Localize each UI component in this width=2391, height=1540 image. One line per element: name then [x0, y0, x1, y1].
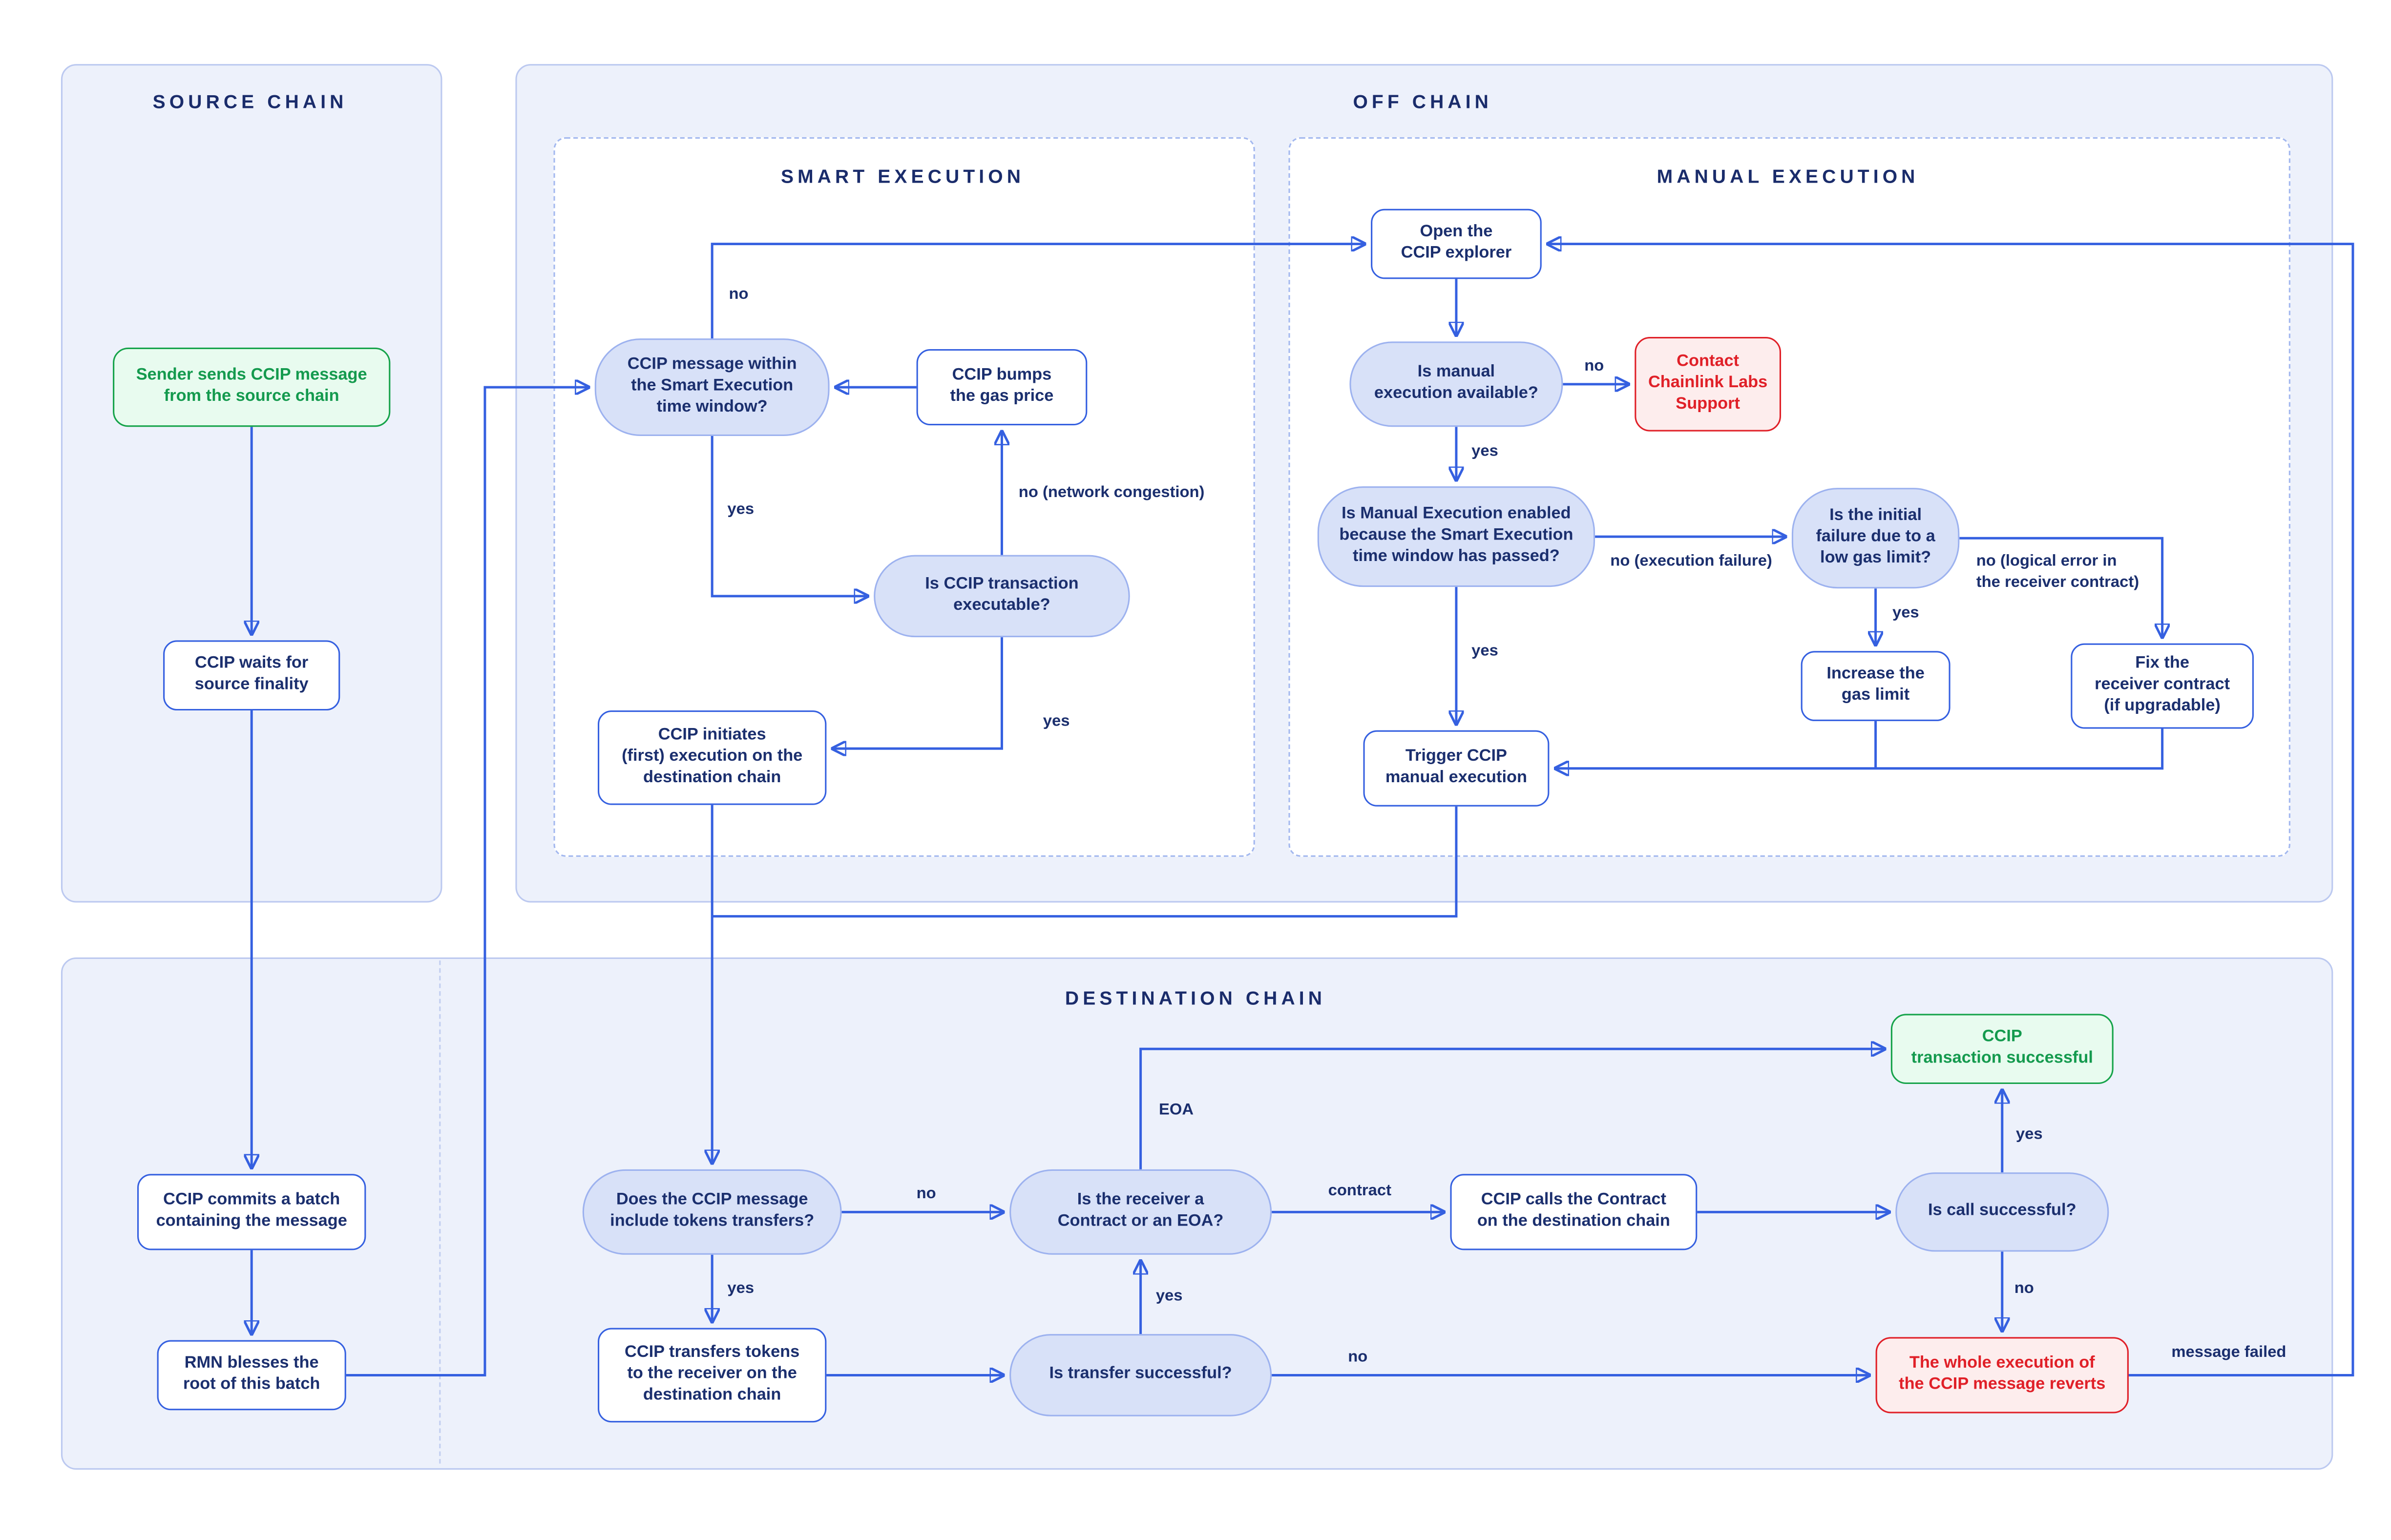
edge-label-execution-failure: no (execution failure) [1610, 552, 1772, 570]
node-sender-sends-message: Sender sends CCIP message from the sourc… [113, 347, 391, 427]
node-manual-available-question: Is manual execution available? [1349, 341, 1563, 427]
edge-window-yes-to-executable [711, 436, 867, 596]
edge-initial-failure-no-to-fix [1959, 537, 2162, 637]
edge-label-eoa: EOA [1159, 1101, 1194, 1119]
edge-receiver-eoa-to-success [1139, 1049, 1885, 1169]
node-increase-gas-limit: Increase the gas limit [1801, 651, 1951, 721]
edge-fix-to-trigger [1555, 728, 2164, 769]
manual-execution-title: MANUAL EXECUTION [1657, 166, 1919, 188]
edge-label-transfer-yes: yes [1155, 1287, 1183, 1305]
edge-label-contract: contract [1328, 1181, 1392, 1200]
node-execution-reverts: The whole execution of the CCIP message … [1875, 1337, 2129, 1414]
node-ccip-commits-batch: CCIP commits a batch containing the mess… [137, 1174, 366, 1250]
node-ccip-waits-finality: CCIP waits for source finality [163, 640, 340, 711]
edge-trigger-to-destination-join [712, 806, 1458, 918]
smart-execution-title: SMART EXECUTION [780, 166, 1025, 188]
node-low-gas-question: Is the initial failure due to a low gas … [1791, 488, 1960, 589]
node-transfer-successful-question: Is transfer successful? [1009, 1334, 1272, 1416]
edge-label-transfer-no: no [1348, 1348, 1368, 1366]
node-open-ccip-explorer: Open the CCIP explorer [1371, 208, 1542, 279]
edge-label-window-yes: yes [727, 500, 755, 519]
edge-label-message-failed: message failed [2171, 1343, 2286, 1362]
node-ccip-initiates-execution: CCIP initiates (first) execution on the … [598, 710, 827, 805]
node-rmn-blesses: RMN blesses the root of this batch [157, 1340, 346, 1411]
node-executable-question: Is CCIP transaction executable? [874, 555, 1130, 638]
edge-label-enabled-yes: yes [1471, 642, 1498, 661]
node-tokens-transfers-question: Does the CCIP message include tokens tra… [582, 1169, 842, 1255]
edge-executable-yes-to-initiates [833, 637, 1003, 749]
off-chain-title: OFF CHAIN [1353, 91, 1493, 113]
edge-label-window-no: no [729, 285, 749, 304]
edge-label-network-congestion: no (network congestion) [1018, 483, 1205, 502]
edge-label-available-yes: yes [1471, 442, 1498, 460]
edge-rmn-to-window [346, 387, 588, 1376]
node-call-successful-question: Is call successful? [1895, 1172, 2109, 1252]
edge-label-logical-error: no (logical error in the receiver contra… [1976, 552, 2139, 592]
edge-label-gas-yes: yes [1892, 604, 1919, 622]
node-manual-enabled-question: Is Manual Execution enabled because the … [1317, 486, 1595, 587]
node-transaction-successful: CCIP transaction successful [1890, 1014, 2114, 1084]
source-chain-title: SOURCE CHAIN [152, 91, 348, 113]
node-contact-support: Contact Chainlink Labs Support [1635, 337, 1782, 432]
edge-label-tokens-no: no [916, 1185, 936, 1203]
edge-window-no-to-explorer [711, 244, 1364, 339]
node-receiver-type-question: Is the receiver a Contract or an EOA? [1009, 1169, 1272, 1255]
edge-label-tokens-yes: yes [727, 1279, 755, 1298]
edge-label-call-no: no [2014, 1279, 2034, 1298]
node-fix-receiver-contract: Fix the receiver contract (if upgradable… [2071, 643, 2254, 729]
destination-chain-title: DESTINATION CHAIN [1065, 988, 1326, 1010]
node-ccip-calls-contract: CCIP calls the Contract on the destinati… [1450, 1174, 1698, 1250]
edge-reverts-loop-to-explorer [1548, 244, 2354, 1376]
edge-label-executable-yes: yes [1043, 712, 1070, 730]
node-ccip-transfers-tokens: CCIP transfers tokens to the receiver on… [598, 1328, 827, 1423]
node-trigger-manual-execution: Trigger CCIP manual execution [1363, 730, 1550, 807]
destination-panel-divider [439, 960, 441, 1464]
edge-label-call-yes: yes [2015, 1125, 2043, 1144]
edge-label-available-no: no [1584, 356, 1604, 375]
node-ccip-bumps-gas: CCIP bumps the gas price [916, 349, 1088, 426]
node-smart-window-question: CCIP message within the Smart Execution … [594, 338, 830, 437]
